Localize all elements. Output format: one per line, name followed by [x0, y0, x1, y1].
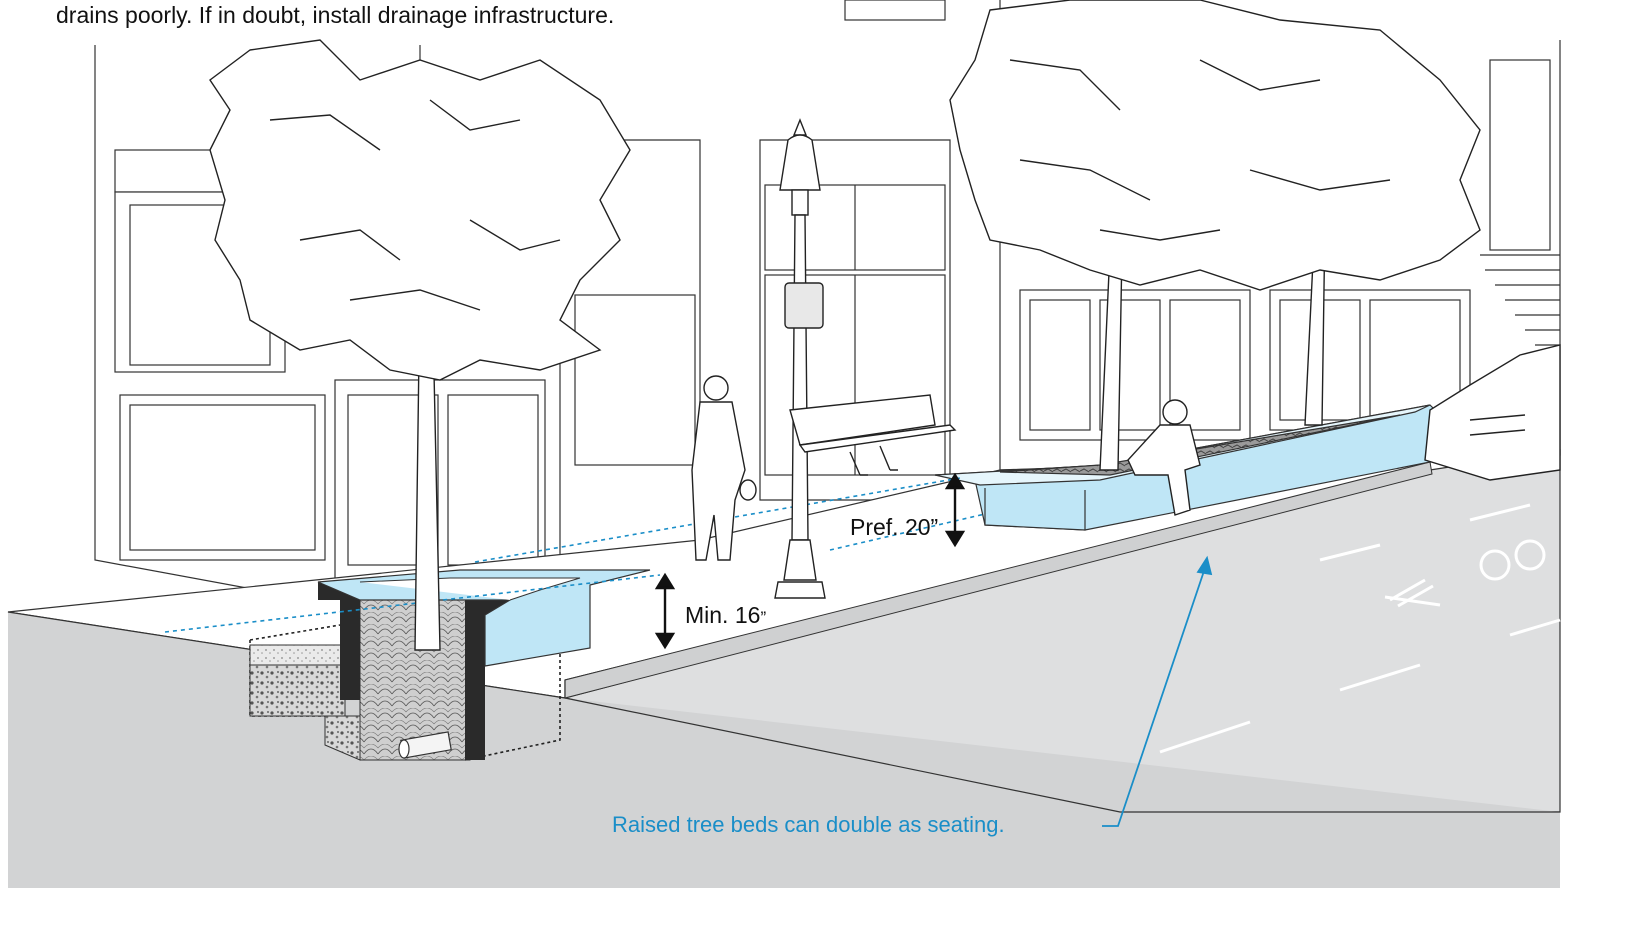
walking-pedestrian	[691, 375, 757, 561]
pref-height-arrow	[944, 472, 966, 548]
parked-car	[1424, 344, 1561, 481]
drain-pipe	[398, 731, 452, 759]
callout-text: Raised tree beds can double as seating.	[612, 812, 1005, 837]
left-tree-bed	[249, 569, 651, 761]
bike-lane-symbol	[1384, 539, 1546, 608]
zone-guides	[164, 477, 986, 633]
left-tree	[209, 39, 631, 651]
min-height-unit: ”	[760, 608, 767, 627]
right-tree	[949, 0, 1481, 471]
bench	[789, 394, 957, 476]
seated-person	[1127, 399, 1201, 516]
min-height-arrow	[654, 572, 676, 650]
callout-leader	[1102, 555, 1213, 827]
caption-text: drains poorly. If in doubt, install drai…	[56, 2, 615, 28]
entry-stairs	[1480, 254, 1560, 346]
pref-height-label: Pref. 20”	[850, 514, 939, 540]
lane-markings	[1159, 503, 1561, 754]
street-lamp	[774, 118, 826, 599]
min-height-label: Min. 16”	[685, 602, 767, 628]
